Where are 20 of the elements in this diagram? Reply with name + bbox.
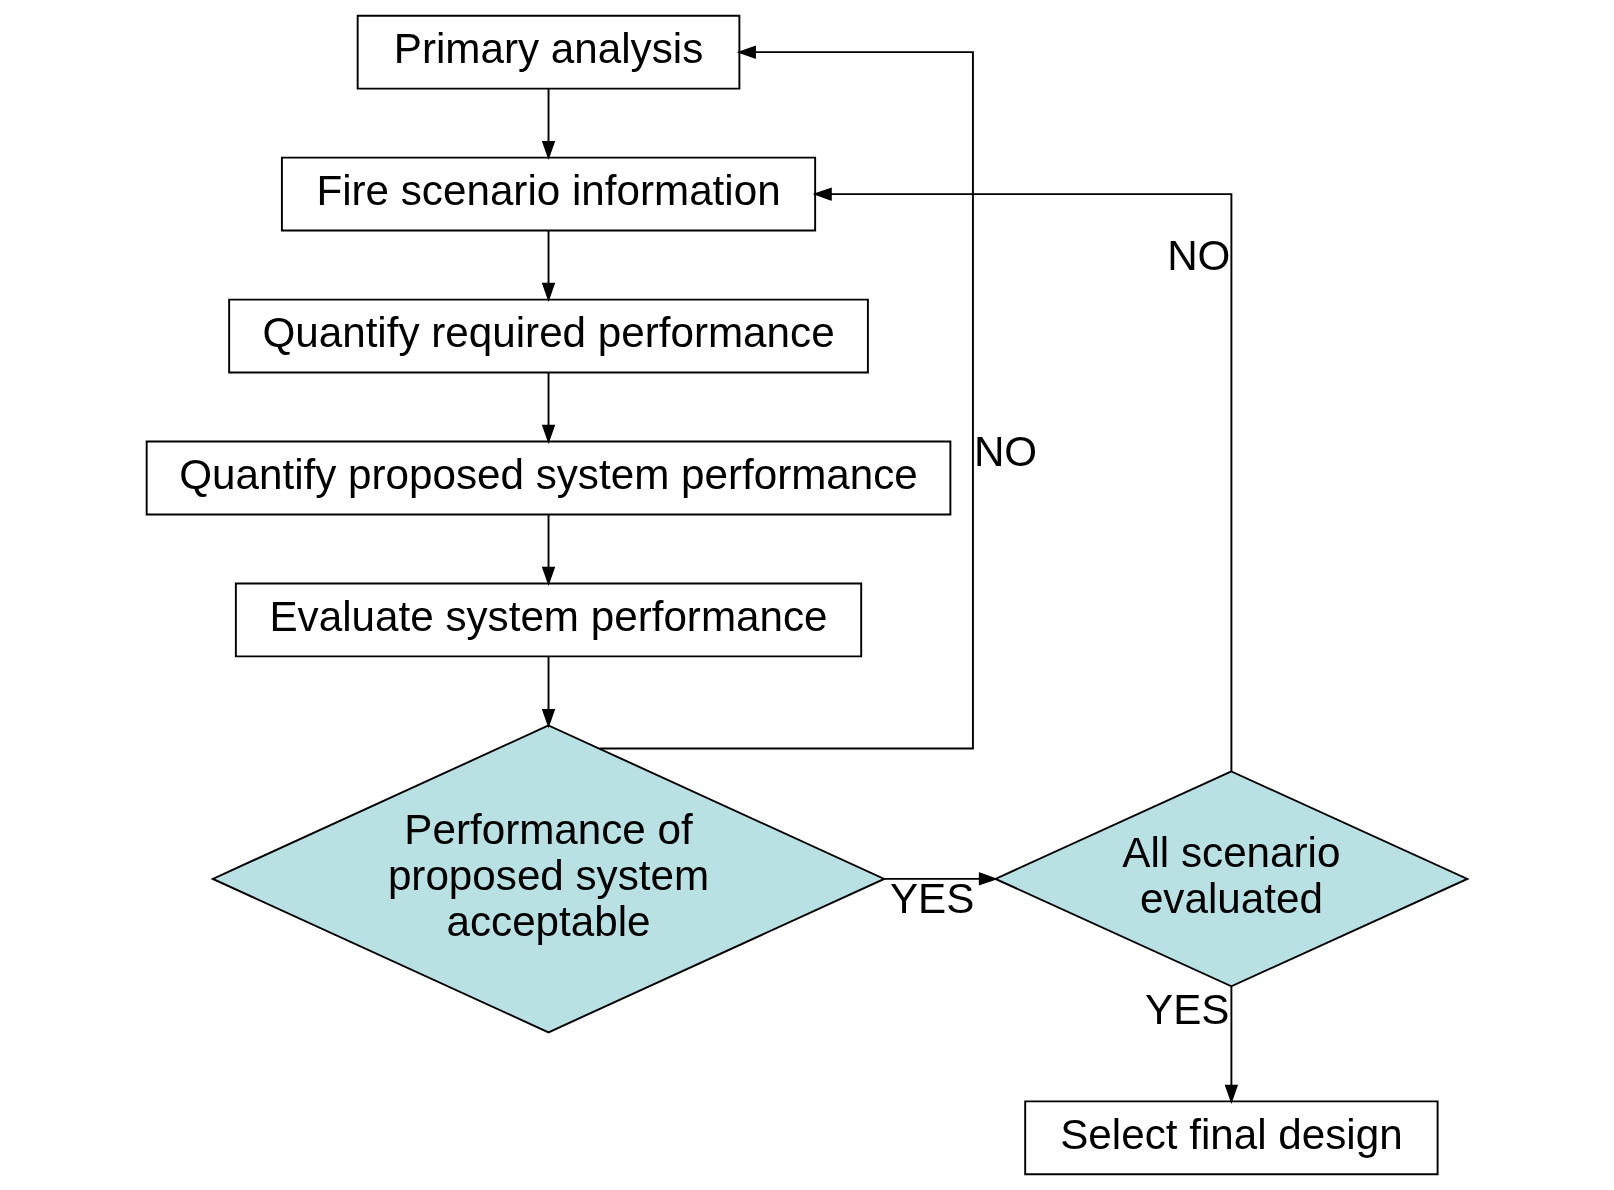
arrow [541,513,556,586]
edge-label: NO [1167,232,1231,280]
edge-label: NO [973,427,1038,475]
arrow [812,187,1233,773]
arrow [541,87,556,161]
arrow [541,371,556,444]
edge-label: YES [889,874,975,922]
arrow [598,45,974,750]
node-diamond: Performance of proposed system acceptable [210,724,887,1034]
node-box: Select final design [1024,1100,1439,1176]
arrow [541,655,556,729]
node-box: Primary analysis [356,14,741,90]
node-box: Quantify required performance [228,298,869,374]
arrow [1224,985,1239,1104]
node-box: Quantify proposed system performance [145,440,952,516]
arrow [541,229,556,303]
edge-label: YES [1145,985,1230,1033]
node-diamond: All scenario evaluated [993,770,1470,988]
node-box: Evaluate system performance [234,582,863,658]
node-box: Fire scenario information [280,156,817,232]
